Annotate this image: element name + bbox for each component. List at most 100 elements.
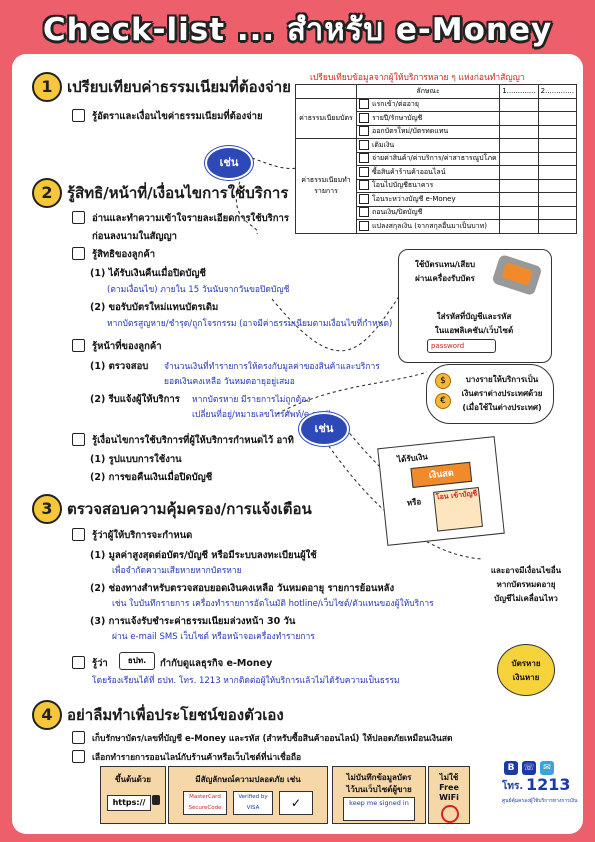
table-row: ออกบัตรใหม่/บัตรทดแทน bbox=[296, 124, 578, 139]
card-icon bbox=[501, 262, 534, 286]
table-header-row: ลักษณะ 1............. 2............. bbox=[295, 84, 578, 99]
table-checkbox[interactable] bbox=[359, 112, 369, 123]
item-duties: รู้หน้าที่ของลูกค้า bbox=[92, 341, 162, 352]
coin-icon: $ bbox=[435, 373, 451, 389]
usage-code-line2: ในแอพลิเคชัน/เว็บไซต์ bbox=[434, 326, 514, 335]
card-reader-icon bbox=[491, 253, 543, 297]
limit-2: (2) ช่องทางสำหรับตรวจสอบยอดเงินคงเหลือ ว… bbox=[90, 583, 395, 594]
table-cell: แรกเข้า/ต่ออายุ bbox=[372, 100, 419, 109]
table-checkbox[interactable] bbox=[359, 220, 369, 231]
coin-icon: € bbox=[435, 393, 451, 409]
tip-card-no-wifi: ไม่ใช้ Free WiFi bbox=[428, 766, 470, 824]
example-tag-2: เช่น bbox=[299, 412, 349, 446]
hotline-number: 1213 bbox=[526, 775, 571, 794]
table-checkbox[interactable] bbox=[359, 166, 369, 177]
table-checkbox[interactable] bbox=[359, 139, 369, 150]
table-row: ถอนเงิน/ปิดบัญชี bbox=[296, 205, 578, 220]
usage-card-line1: ใช้บัตรแทน/เสียบ bbox=[414, 260, 476, 269]
phone-icon: ☏ bbox=[522, 761, 536, 775]
table-cell: ซื้อสินค้าร้านค้าออนไลน์ bbox=[372, 167, 446, 176]
tip-no-save-line1: ไม่บันทึกข้อมูลบัตร bbox=[346, 773, 412, 782]
currency-line1: บางรายให้บริการเป็น bbox=[465, 375, 539, 384]
table-row: ค่าธรรมเนียมบัตร แรกเข้า/ต่ออายุ bbox=[295, 97, 578, 139]
tip-card-https: ขึ้นต้นด้วย https:// bbox=[100, 766, 166, 824]
table-cell: จ่ายค่าสินค้า/ค่าบริการ/ค่าสาธารณูปโภค bbox=[372, 154, 497, 163]
refund-note: ได้รับเงิน เงินสด หรือ โอน เข้าบัญชี bbox=[377, 436, 505, 546]
table-row: ค่าธรรมเนียมทำรายการ เติมเงิน bbox=[295, 138, 578, 234]
reregister-line2: หากบัตรหมดอายุ bbox=[496, 580, 556, 589]
duty-1-detail-2: ยอดเงินคงเหลือ วันหมดอายุอยู่เสมอ bbox=[164, 377, 295, 387]
item-fees: รู้อัตราและเงื่อนไขค่าธรรมเนียมที่ต้องจ่… bbox=[92, 111, 263, 122]
table-cell: เติมเงิน bbox=[372, 140, 395, 149]
checklist-sheet: 1 เปรียบเทียบค่าธรรมเนียมที่ต้องจ่าย รู้… bbox=[12, 54, 583, 834]
table-checkbox[interactable] bbox=[359, 193, 369, 204]
lost-card-badge: บัตรหาย เงินหาย bbox=[497, 644, 555, 696]
currency-bubble: $ € บางรายให้บริการเป็น เงินตราต่างประเท… bbox=[426, 364, 554, 424]
hotline-prefix: โทร. bbox=[502, 781, 524, 792]
checkbox-rights[interactable] bbox=[72, 247, 85, 260]
keep-signed-in-box: keep me signed in bbox=[343, 797, 415, 821]
limit-1-note: เพื่อจำกัดความเสียหายหากบัตรหาย bbox=[112, 566, 242, 576]
lost-card-line2: เงินหาย bbox=[512, 673, 540, 682]
table-cell: แปลงสกุลเงิน (จากสกุลอื่นมาเป็นบาท) bbox=[372, 221, 487, 230]
table-row: โอนระหว่างบัญชี e-Money bbox=[296, 192, 578, 207]
right-1-note: (ตามเงื่อนไข) ภายใน 15 วันนับจากวันขอปิด… bbox=[107, 285, 290, 295]
item-read-terms-line2: ก่อนลงนามในสัญญา bbox=[92, 231, 177, 242]
mastercard-logo: MasterCard SecureCode bbox=[183, 791, 227, 815]
duty-1: (1) ตรวจสอบ bbox=[90, 361, 149, 372]
tip-no-wifi-line2: Free bbox=[439, 783, 459, 792]
section-1-number: 1 bbox=[32, 72, 62, 102]
table-header-provider-1: 1............. bbox=[499, 84, 539, 99]
checkbox-duties[interactable] bbox=[72, 339, 85, 352]
right-2-note: หากบัตรสูญหาย/ชำรุด/ถูกโจรกรรม (อาจมีค่า… bbox=[107, 319, 393, 329]
item-limits: รู้ว่าผู้ให้บริการจะกำหนด bbox=[92, 530, 193, 541]
table-group-card-fees: ค่าธรรมเนียมบัตร bbox=[295, 97, 357, 139]
checkbox-read-terms[interactable] bbox=[72, 211, 85, 224]
usage-code-line1: ใส่รหัสที่บัญชีและรหัส bbox=[436, 312, 512, 321]
item-trusted-shops: เลือกทำรายการออนไลน์กับร้านค้าหรือเว็บไซ… bbox=[92, 753, 302, 763]
visa-logo: Verified by VISA bbox=[233, 791, 273, 815]
reregister-line1: และอาจมีเงื่อนไขอื่น bbox=[490, 566, 562, 575]
item-rights: รู้สิทธิของลูกค้า bbox=[92, 249, 156, 260]
checkbox-regulator[interactable] bbox=[72, 656, 85, 669]
limit-3-note: ผ่าน e-mail SMS เว็บไซต์ หรือหน้าจอเครื่… bbox=[112, 632, 315, 642]
bot-b-icon: B bbox=[504, 761, 518, 775]
table-row: ซื้อสินค้าร้านค้าออนไลน์ bbox=[296, 165, 578, 180]
password-field-icon: password bbox=[427, 339, 496, 353]
table-header-provider-2: 2............. bbox=[537, 84, 578, 99]
bank-transfer-icon: โอน เข้าบัญชี bbox=[433, 487, 483, 532]
hotline-logo: B ☏ ✉ โทร. 1213 ศูนย์คุ้มครองผู้ใช้บริกา… bbox=[502, 759, 578, 819]
table-checkbox[interactable] bbox=[359, 180, 369, 191]
limit-2-note: เช่น ใบบันทึกรายการ เครื่องทำรายการอัตโน… bbox=[112, 599, 434, 609]
checkbox-limits[interactable] bbox=[72, 528, 85, 541]
item-regulator-prefix: รู้ว่า bbox=[92, 658, 108, 669]
checkbox-keep-safe[interactable] bbox=[72, 731, 85, 744]
reregister-line3: บัญชีไม่เคลื่อนไหว bbox=[494, 594, 558, 603]
table-cell: ออกบัตรใหม่/บัตรทดแทน bbox=[372, 127, 449, 136]
table-checkbox[interactable] bbox=[359, 207, 369, 218]
lock-icon bbox=[152, 795, 160, 805]
table-row: โอนไปบัญชีธนาคาร bbox=[296, 178, 578, 193]
usage-card-line2: ผ่านเครื่องรับบัตร bbox=[415, 274, 475, 283]
currency-line2: เงินตราต่างประเทศด้วย bbox=[461, 389, 543, 398]
tip-card-no-save: ไม่บันทึกข้อมูลบัตร ไว้บนเว็บไซต์ผู้ขาย … bbox=[332, 766, 426, 824]
refund-label: ได้รับเงิน bbox=[396, 452, 429, 465]
refund-or: หรือ bbox=[406, 497, 422, 508]
table-cell: โอนระหว่างบัญชี e-Money bbox=[372, 194, 456, 203]
table-checkbox[interactable] bbox=[359, 153, 369, 164]
table-checkbox[interactable] bbox=[359, 99, 369, 110]
hotline-caption: ศูนย์คุ้มครองผู้ใช้บริการทางการเงิน bbox=[502, 798, 578, 804]
section-2-heading: รู้สิทธิ/หน้าที่/เงื่อนไขการใช้บริการ bbox=[67, 184, 289, 202]
fee-comparison-table: ลักษณะ 1............. 2............. ค่า… bbox=[295, 84, 578, 234]
checkbox-fees[interactable] bbox=[72, 109, 85, 122]
tip-no-wifi-line3: WiFi bbox=[439, 793, 459, 802]
usage-bubble: ใช้บัตรแทน/เสียบ ผ่านเครื่องรับบัตร ใส่ร… bbox=[398, 249, 552, 363]
table-checkbox[interactable] bbox=[359, 126, 369, 137]
checkbox-trusted-shops[interactable] bbox=[72, 750, 85, 763]
verified-check-icon: ✓ bbox=[279, 791, 313, 815]
tip-security-label: มีสัญลักษณ์ความปลอดภัย เช่น bbox=[195, 775, 301, 784]
table-caption: เปรียบเทียบข้อมูลจากผู้ให้บริการหลาย ๆ แ… bbox=[310, 73, 525, 83]
checkbox-conditions[interactable] bbox=[72, 433, 85, 446]
condition-1: (1) รูปแบบการใช้งาน bbox=[90, 454, 182, 465]
table-header-feature: ลักษณะ bbox=[355, 84, 501, 99]
